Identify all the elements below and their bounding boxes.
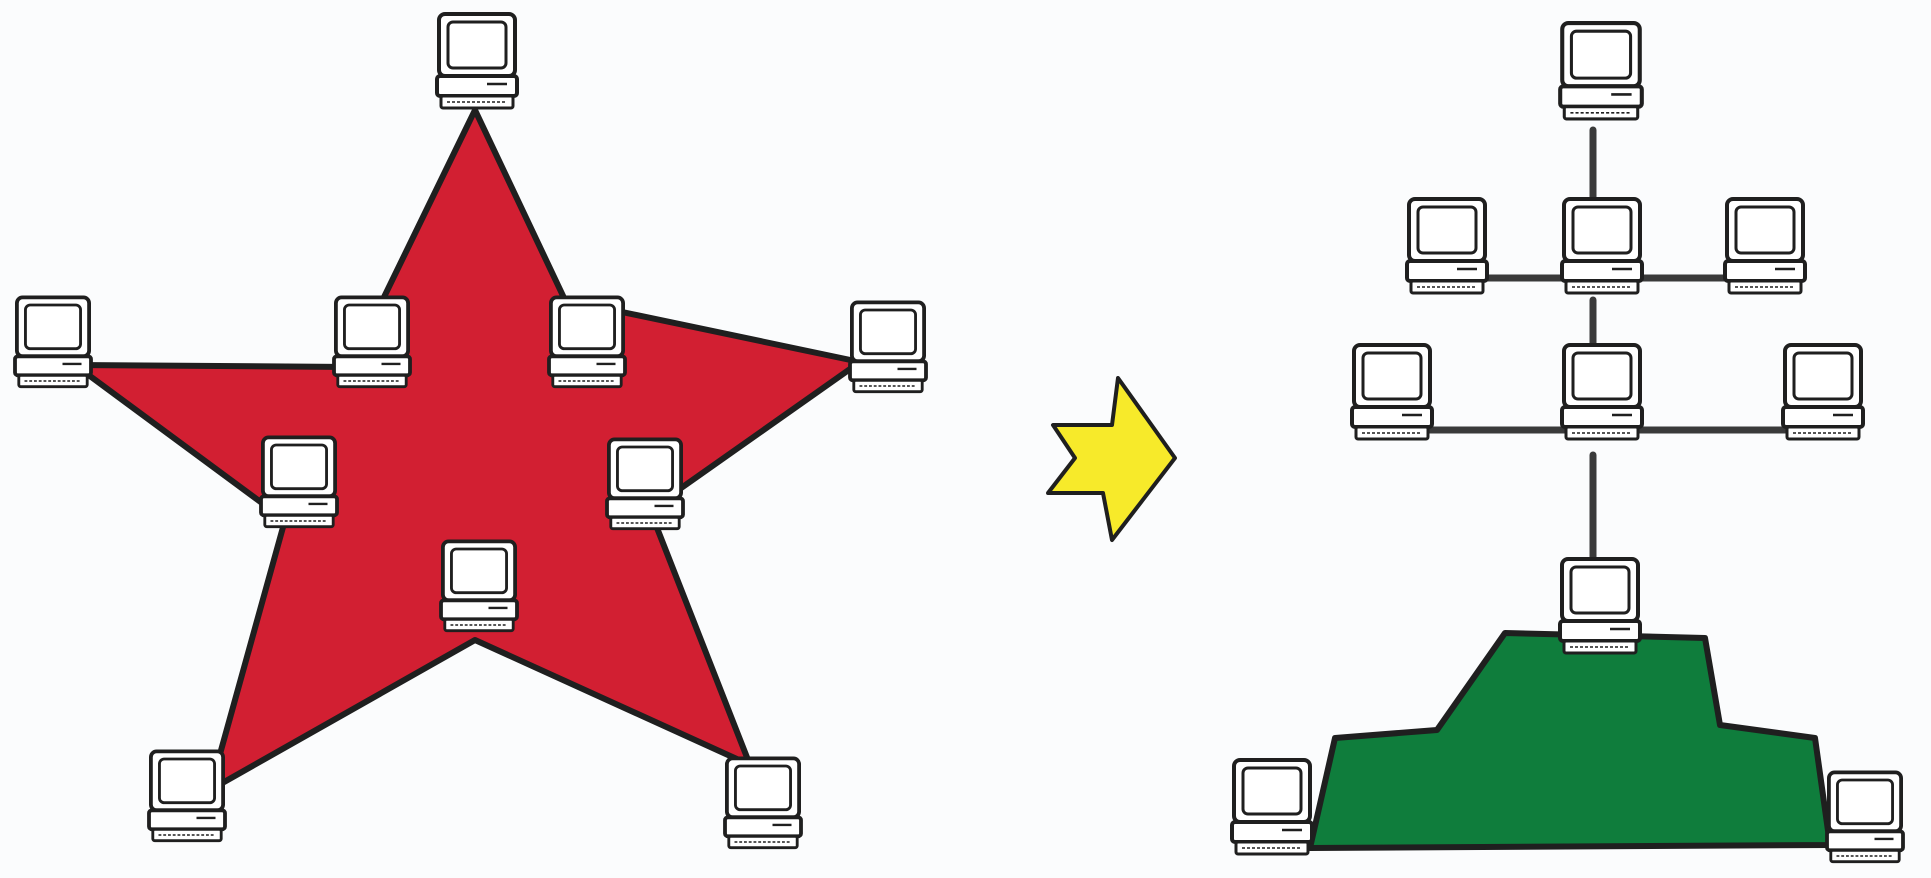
computer-icon: [149, 751, 225, 840]
computer-icon: [725, 758, 801, 847]
computer-icon: [1562, 345, 1642, 439]
computer-icon: [441, 541, 517, 630]
computer-icon: [607, 439, 683, 528]
computer-icon: [15, 297, 91, 386]
tree-network: [1232, 23, 1903, 862]
computer-icon: [1407, 199, 1487, 293]
computer-icon: [437, 14, 517, 108]
computer-icon: [1560, 559, 1640, 653]
computer-icon: [1827, 772, 1903, 861]
computer-icon: [1232, 760, 1312, 854]
computer-icon: [1560, 23, 1642, 119]
computer-icon: [549, 297, 625, 386]
computer-icon: [1783, 345, 1863, 439]
computer-icon: [1562, 199, 1642, 293]
computer-icon: [1352, 345, 1432, 439]
computer-icon: [334, 297, 410, 386]
computer-icon: [850, 302, 926, 391]
computer-icon: [261, 437, 337, 526]
star-network: [15, 14, 926, 848]
base-shape: [1310, 633, 1830, 848]
computer-icon: [1725, 199, 1805, 293]
arrow-icon: [1048, 378, 1175, 540]
star-shape: [75, 110, 860, 790]
